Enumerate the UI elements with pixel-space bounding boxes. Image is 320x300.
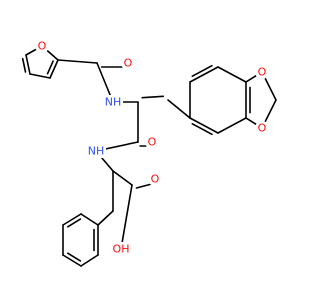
bond-double-f4-f5 (46, 60, 54, 75)
bond-f5-c1 (57, 59, 98, 64)
bond-lines (21, 45, 277, 267)
molecule-structure: O O NH NH O O OH O (21, 39, 277, 267)
acid-hydroxyl: OH (113, 243, 130, 256)
amide2-oxygen: O (148, 136, 157, 149)
bond-r5-r6 (189, 117, 219, 134)
bond-f4-f5 (49, 59, 59, 79)
bond-double-r5-r6 (191, 122, 213, 136)
amide1-oxygen-label: O (121, 56, 135, 70)
acid-oxygen-label: O (148, 172, 162, 186)
bond-double-ca-cb (141, 95, 165, 99)
dioxole-oxygen-2-label: O (255, 121, 269, 135)
bond-double-p5-p6 (66, 218, 82, 228)
bond-cal-cc (112, 170, 133, 186)
dioxole-oxygen-1-label: O (255, 65, 269, 79)
bond-cc-oh (120, 184, 133, 250)
amide1-nitrogen-label: NH (103, 95, 123, 109)
bond-f2-f3 (25, 54, 31, 75)
dioxole-oxygen-1: O (258, 66, 267, 79)
bond-r4-r5 (217, 117, 247, 134)
bond-p5-p6 (62, 213, 82, 226)
bond-p2-p3 (80, 254, 99, 267)
bond-r2-r3 (217, 66, 247, 83)
amide1-oxygen: O (124, 57, 133, 70)
amide2-nitrogen: NH (88, 145, 105, 158)
acid-oxygen: O (151, 173, 160, 186)
acid-hydroxyl-label: OH (111, 242, 131, 256)
amide2-oxygen-label: O (145, 135, 159, 149)
furan-oxygen-label: O (35, 39, 49, 53)
bond-double-f2-f3 (21, 57, 27, 73)
bond-cb-r6 (167, 99, 191, 119)
amide2-nitrogen-label: NH (86, 144, 106, 158)
bond-double-r1-r2 (191, 64, 213, 78)
bond-p3-p4 (62, 254, 82, 267)
furan-oxygen: O (38, 40, 47, 53)
bond-f3-f4 (29, 73, 51, 79)
bond-p6-p1 (80, 213, 99, 226)
bond-r1-r2 (189, 66, 219, 83)
bond-double-cc-oa (135, 182, 154, 189)
dioxole-oxygen-2: O (258, 122, 267, 135)
bond-double-p3-p4 (66, 252, 82, 262)
atom-labels: O O NH NH O O OH O (35, 39, 269, 256)
amide1-nitrogen: NH (105, 96, 122, 109)
bond-ch2-p1 (97, 210, 114, 226)
